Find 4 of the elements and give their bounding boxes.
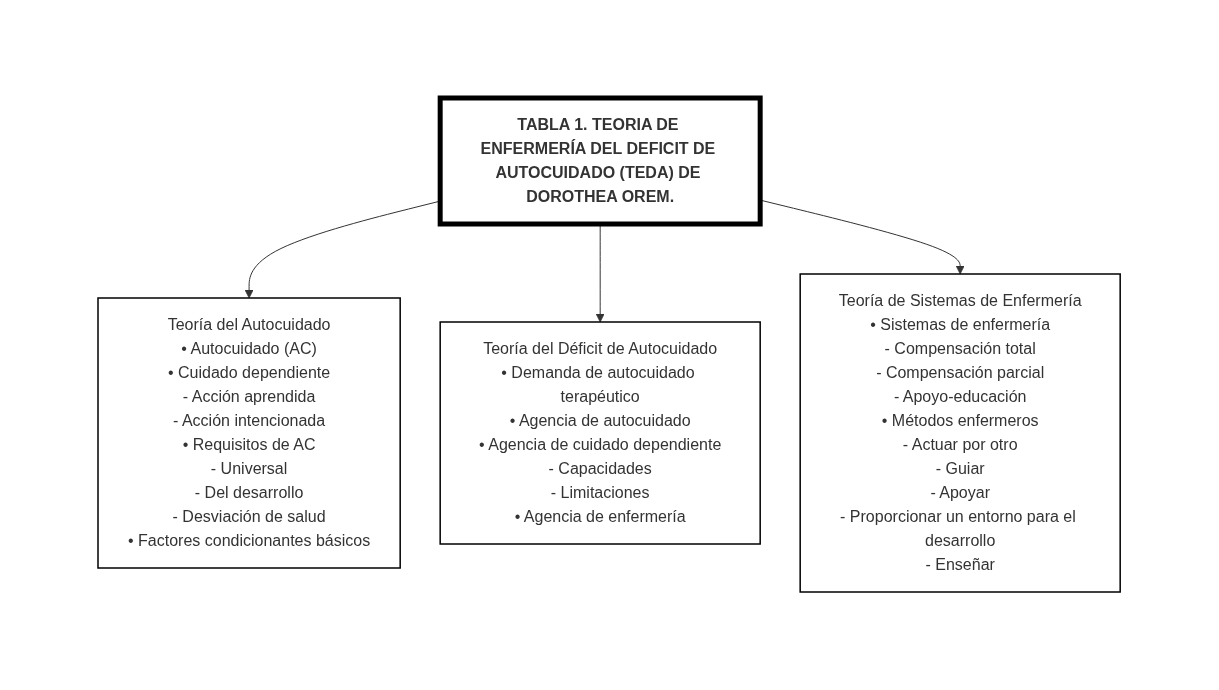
node-box: TABLA 1. TEORIA DE ENFERMERÍA DEL DEFICIT DE AUTOCUIDADO (TEDA) DE DOROTHEA OREM. <box>438 95 764 227</box>
node-box: Teoría del Autocuidado • Autocuidado (AC) • Cuidado dependiente - Acción aprendida - Acción intencionada • Requisitos de AC - Universal - Del desarrollo - Desviación de salud • Factores condicionantes básicos <box>97 297 402 569</box>
node-box: Teoría de Sistemas de Enfermería • Sistemas de enfermería - Compensación total - Compensación parcial - Apoyo-educación • Métodos enfermeros - Actuar por otro - Guiar - Apoyar - Proporcionar un entorno para el desarrollo - Enseñar <box>799 273 1122 593</box>
node-box: Teoría del Déficit de Autocuidado • Demanda de autocuidado terapéutico • Agencia de autocuidado • Agencia de cuidado dependiente - Capacidades - Limitaciones • Agencia de enfermería <box>439 321 762 545</box>
